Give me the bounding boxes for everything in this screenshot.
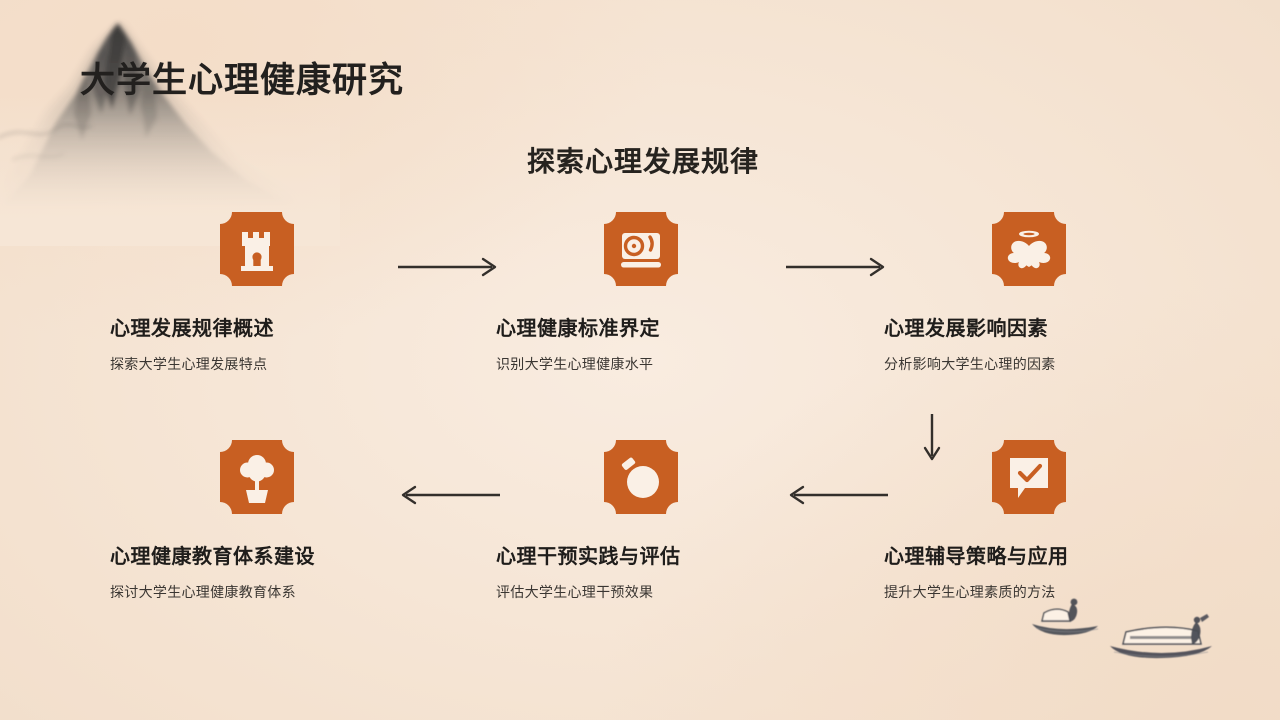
process-step-5[interactable]: 心理干预实践与评估 评估大学生心理干预效果 [496,440,796,602]
castle-tower-icon [220,212,294,286]
step-1-badge-wrap [110,212,410,304]
step-4-description: 探讨大学生心理健康教育体系 [110,584,296,600]
arrow-step3-to-step4 [923,414,941,461]
step-3-description: 分析影响大学生心理的因素 [884,356,1056,372]
arrow-step2-to-step3 [786,257,885,277]
step-3-title: 心理发展影响因素 [884,318,1048,340]
process-flow-grid: 心理发展规律概述 探索大学生心理发展特点 心理健康标准界定 识别大学生心理健康水… [0,212,1280,668]
process-step-4[interactable]: 心理健康教育体系建设 探讨大学生心理健康教育体系 [110,440,410,602]
arrow-step5-to-step6 [401,485,500,505]
process-step-2[interactable]: 心理健康标准界定 识别大学生心理健康水平 [496,212,796,374]
step-6-description: 提升大学生心理素质的方法 [884,584,1056,600]
step-5-title: 心理干预实践与评估 [496,546,681,568]
step-3-badge-wrap [884,212,1184,304]
arrow-step4-to-step5 [789,485,888,505]
step-1-description: 探索大学生心理发展特点 [110,356,268,372]
process-row-bottom: 心理健康教育体系建设 探讨大学生心理健康教育体系 心理干预实践与评估 评估大学生… [0,440,1280,668]
magnifier-circle-icon [604,440,678,514]
step-5-badge-wrap [496,440,796,532]
page-title: 大学生心理健康研究 [80,61,405,100]
step-4-title: 心理健康教育体系建设 [110,546,315,568]
potted-tree-icon [220,440,294,514]
angel-heart-icon [992,212,1066,286]
slide-subtitle-text: 探索心理发展规律 [526,146,759,177]
step-6-badge-wrap [884,440,1184,532]
step-2-badge-wrap [496,212,796,304]
speech-bubble-check-icon [992,440,1066,514]
slide-subtitle: 探索心理发展规律 [0,140,1280,180]
step-4-badge-wrap [110,440,410,532]
arrow-step1-to-step2 [398,257,497,277]
process-step-1[interactable]: 心理发展规律概述 探索大学生心理发展特点 [110,212,410,374]
step-6-title: 心理辅导策略与应用 [884,546,1069,568]
step-2-description: 识别大学生心理健康水平 [496,356,654,372]
process-row-top: 心理发展规律概述 探索大学生心理发展特点 心理健康标准界定 识别大学生心理健康水… [0,212,1280,440]
step-2-title: 心理健康标准界定 [496,318,660,340]
ink-mountain-illustration [0,23,314,220]
step-5-description: 评估大学生心理干预效果 [496,584,654,600]
step-1-title: 心理发展规律概述 [110,318,274,340]
record-player-icon [604,212,678,286]
process-step-3[interactable]: 心理发展影响因素 分析影响大学生心理的因素 [884,212,1184,374]
process-step-6[interactable]: 心理辅导策略与应用 提升大学生心理素质的方法 [884,440,1184,602]
